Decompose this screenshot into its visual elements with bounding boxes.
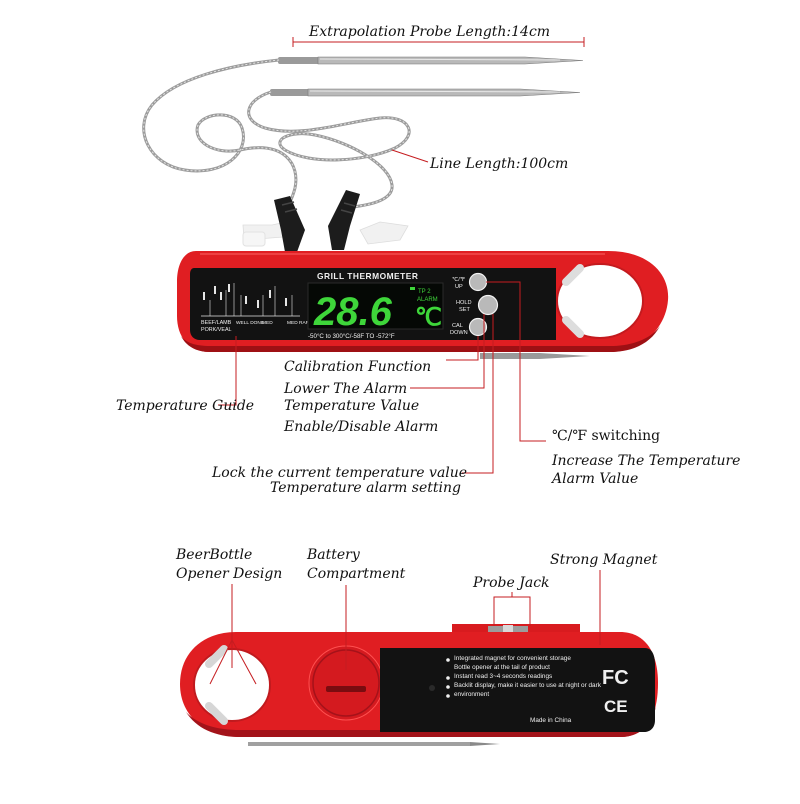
temperature-range: -50°C to 300°C/-58F TO -572°F [308,333,395,340]
button-cal-bottom-label: DOWN [450,330,468,336]
label-lock-1: Lock the current temperature value [212,465,468,481]
made-in-label: Made in China [530,717,572,724]
guide-level-1: WELL DONE [236,320,264,326]
lcd-tp: TP 2 [418,289,431,295]
label-unit-switch: ℃/℉ switching [552,428,661,444]
braided-cables [142,58,411,212]
label-opener-1: BeerBottle [176,547,253,563]
guide-level-3: MED RARE [287,320,312,326]
button-hold-set[interactable]: HOLD SET [456,294,499,316]
lcd-alarm: ALARM [417,297,438,303]
braided-cables-highlight [143,59,410,211]
lcd-display: 28.6 ℃ TP 2 ALARM [307,282,444,334]
guide-level-2: MED [262,320,273,326]
label-magnet: Strong Magnet [550,552,658,568]
probe-steel-lower [270,88,581,97]
guide-meat-2: PORK/VEAL [201,327,232,333]
label-probe-length: Extrapolation Probe Length:14cm [309,24,551,40]
label-lower-alarm-1: Lower The Alarm [284,381,408,397]
label-increase-1: Increase The Temperature [552,453,741,469]
front-callout-lines [218,281,546,474]
label-calibration: Calibration Function [284,359,432,375]
probe-steel-upper [278,56,584,65]
feature-item: Bottle opener at the tail of product [454,664,550,671]
button-cal-down[interactable]: CAL DOWN [450,317,488,337]
device-title: GRILL THERMOMETER [317,271,418,281]
button-cal-top-label: CAL [452,323,463,329]
button-up-top-label: ℃/℉ [452,277,466,283]
feature-item: Integrated magnet for convenient storage [454,655,571,662]
ce-mark: CE [604,697,628,716]
lcd-unit: ℃ [415,304,442,331]
label-battery-1: Battery [307,547,360,563]
temperature-guide-chart: BEEF/LAMB PORK/VEAL WELL DONE MED MED RA… [201,283,312,333]
label-opener-2: Opener Design [176,566,283,582]
button-hold-bottom-label: SET [459,307,470,313]
back-callout-lines [209,570,601,685]
thermometer-front: BEEF/LAMB PORK/VEAL WELL DONE MED MED RA… [177,190,669,359]
fc-mark: FC [602,667,629,689]
button-hold-top-label: HOLD [456,300,472,306]
thermometer-back: Integrated magnet for convenient storage… [180,624,658,746]
feature-item: Backlit display, make it easier to use a… [454,682,601,698]
probe-length-marker [292,37,585,47]
lcd-reading: 28.6 [313,290,393,334]
back-feature-list: Integrated magnet for convenient storage… [446,655,601,724]
label-line-length: Line Length:100cm [430,156,569,172]
label-enable-alarm: Enable/Disable Alarm [284,419,439,435]
line-length-pointer [391,149,429,163]
label-temperature-guide: Temperature Guide [116,398,255,414]
button-up-bottom-label: UP [455,284,463,290]
label-lock-2: Temperature alarm setting [270,480,461,496]
feature-item: Instant read 3~4 seconds readings [454,673,553,680]
label-increase-2: Alarm Value [552,471,639,487]
guide-meat-1: BEEF/LAMB [201,320,232,326]
label-battery-2: Compartment [307,566,406,582]
label-probe-jack: Probe Jack [473,575,550,591]
label-lower-alarm-2: Temperature Value [284,398,420,414]
